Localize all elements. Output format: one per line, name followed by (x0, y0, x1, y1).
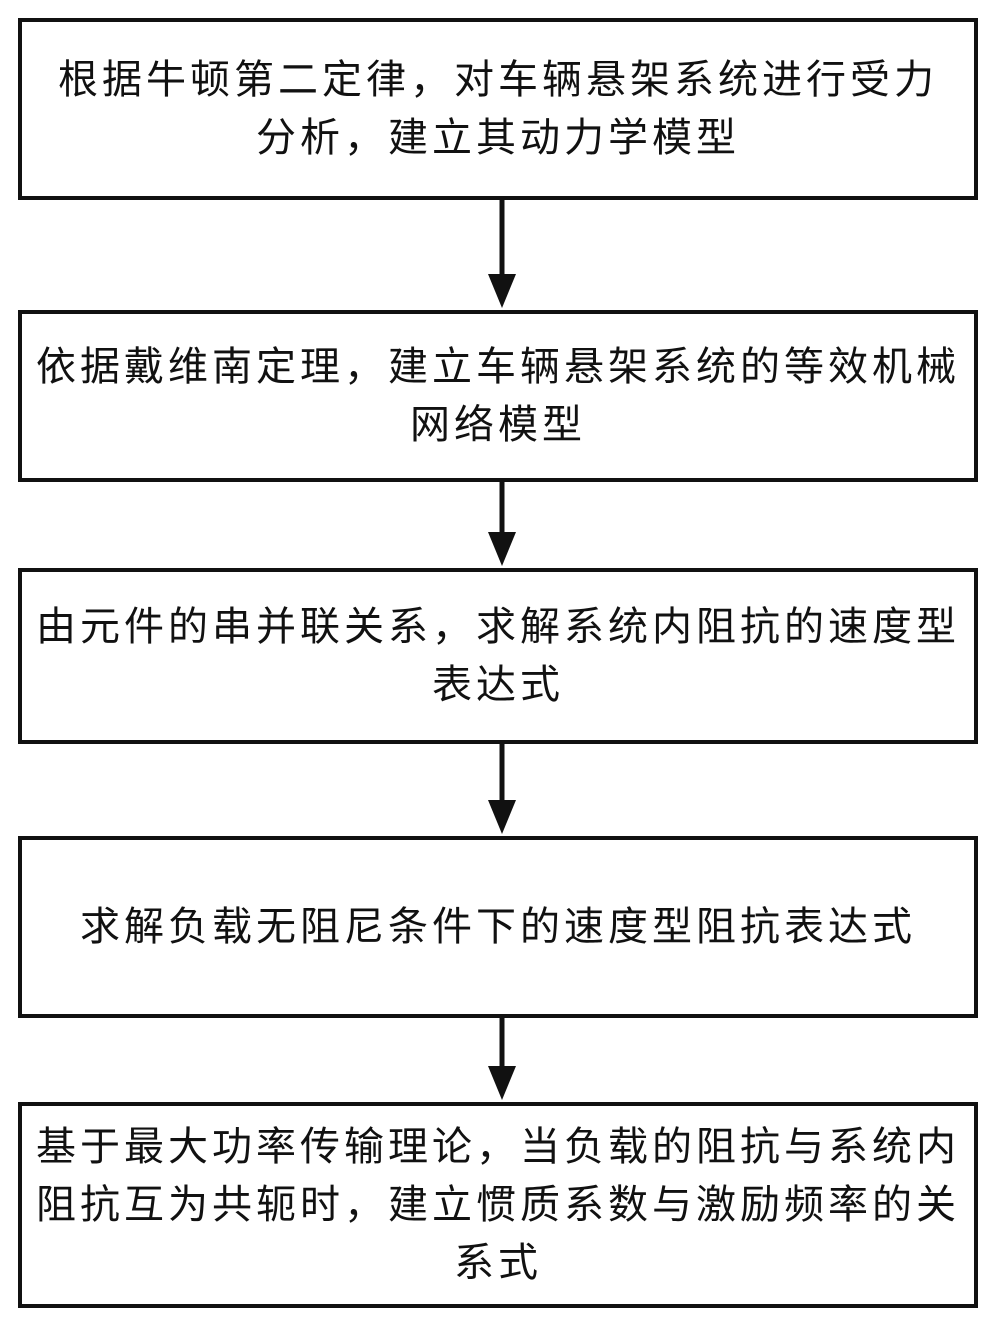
flow-step-1-text: 根据牛顿第二定律，对车辆悬架系统进行受力分析，建立其动力学模型 (36, 51, 960, 167)
flow-step-5-text: 基于最大功率传输理论，当负载的阻抗与系统内阻抗互为共轭时，建立惯质系数与激励频率… (36, 1118, 960, 1292)
flow-arrow-4 (482, 1018, 522, 1102)
flow-step-2-text: 依据戴维南定理，建立车辆悬架系统的等效机械网络模型 (36, 338, 960, 454)
flow-arrow-3 (482, 744, 522, 836)
flow-step-4: 求解负载无阻尼条件下的速度型阻抗表达式 (18, 836, 978, 1018)
flow-step-5: 基于最大功率传输理论，当负载的阻抗与系统内阻抗互为共轭时，建立惯质系数与激励频率… (18, 1102, 978, 1308)
flow-step-4-text: 求解负载无阻尼条件下的速度型阻抗表达式 (36, 898, 960, 956)
flow-arrow-1 (482, 200, 522, 310)
flow-step-2: 依据戴维南定理，建立车辆悬架系统的等效机械网络模型 (18, 310, 978, 482)
flow-arrow-2 (482, 482, 522, 568)
flow-step-3: 由元件的串并联关系，求解系统内阻抗的速度型表达式 (18, 568, 978, 744)
flow-step-1: 根据牛顿第二定律，对车辆悬架系统进行受力分析，建立其动力学模型 (18, 18, 978, 200)
flow-step-3-text: 由元件的串并联关系，求解系统内阻抗的速度型表达式 (36, 598, 960, 714)
